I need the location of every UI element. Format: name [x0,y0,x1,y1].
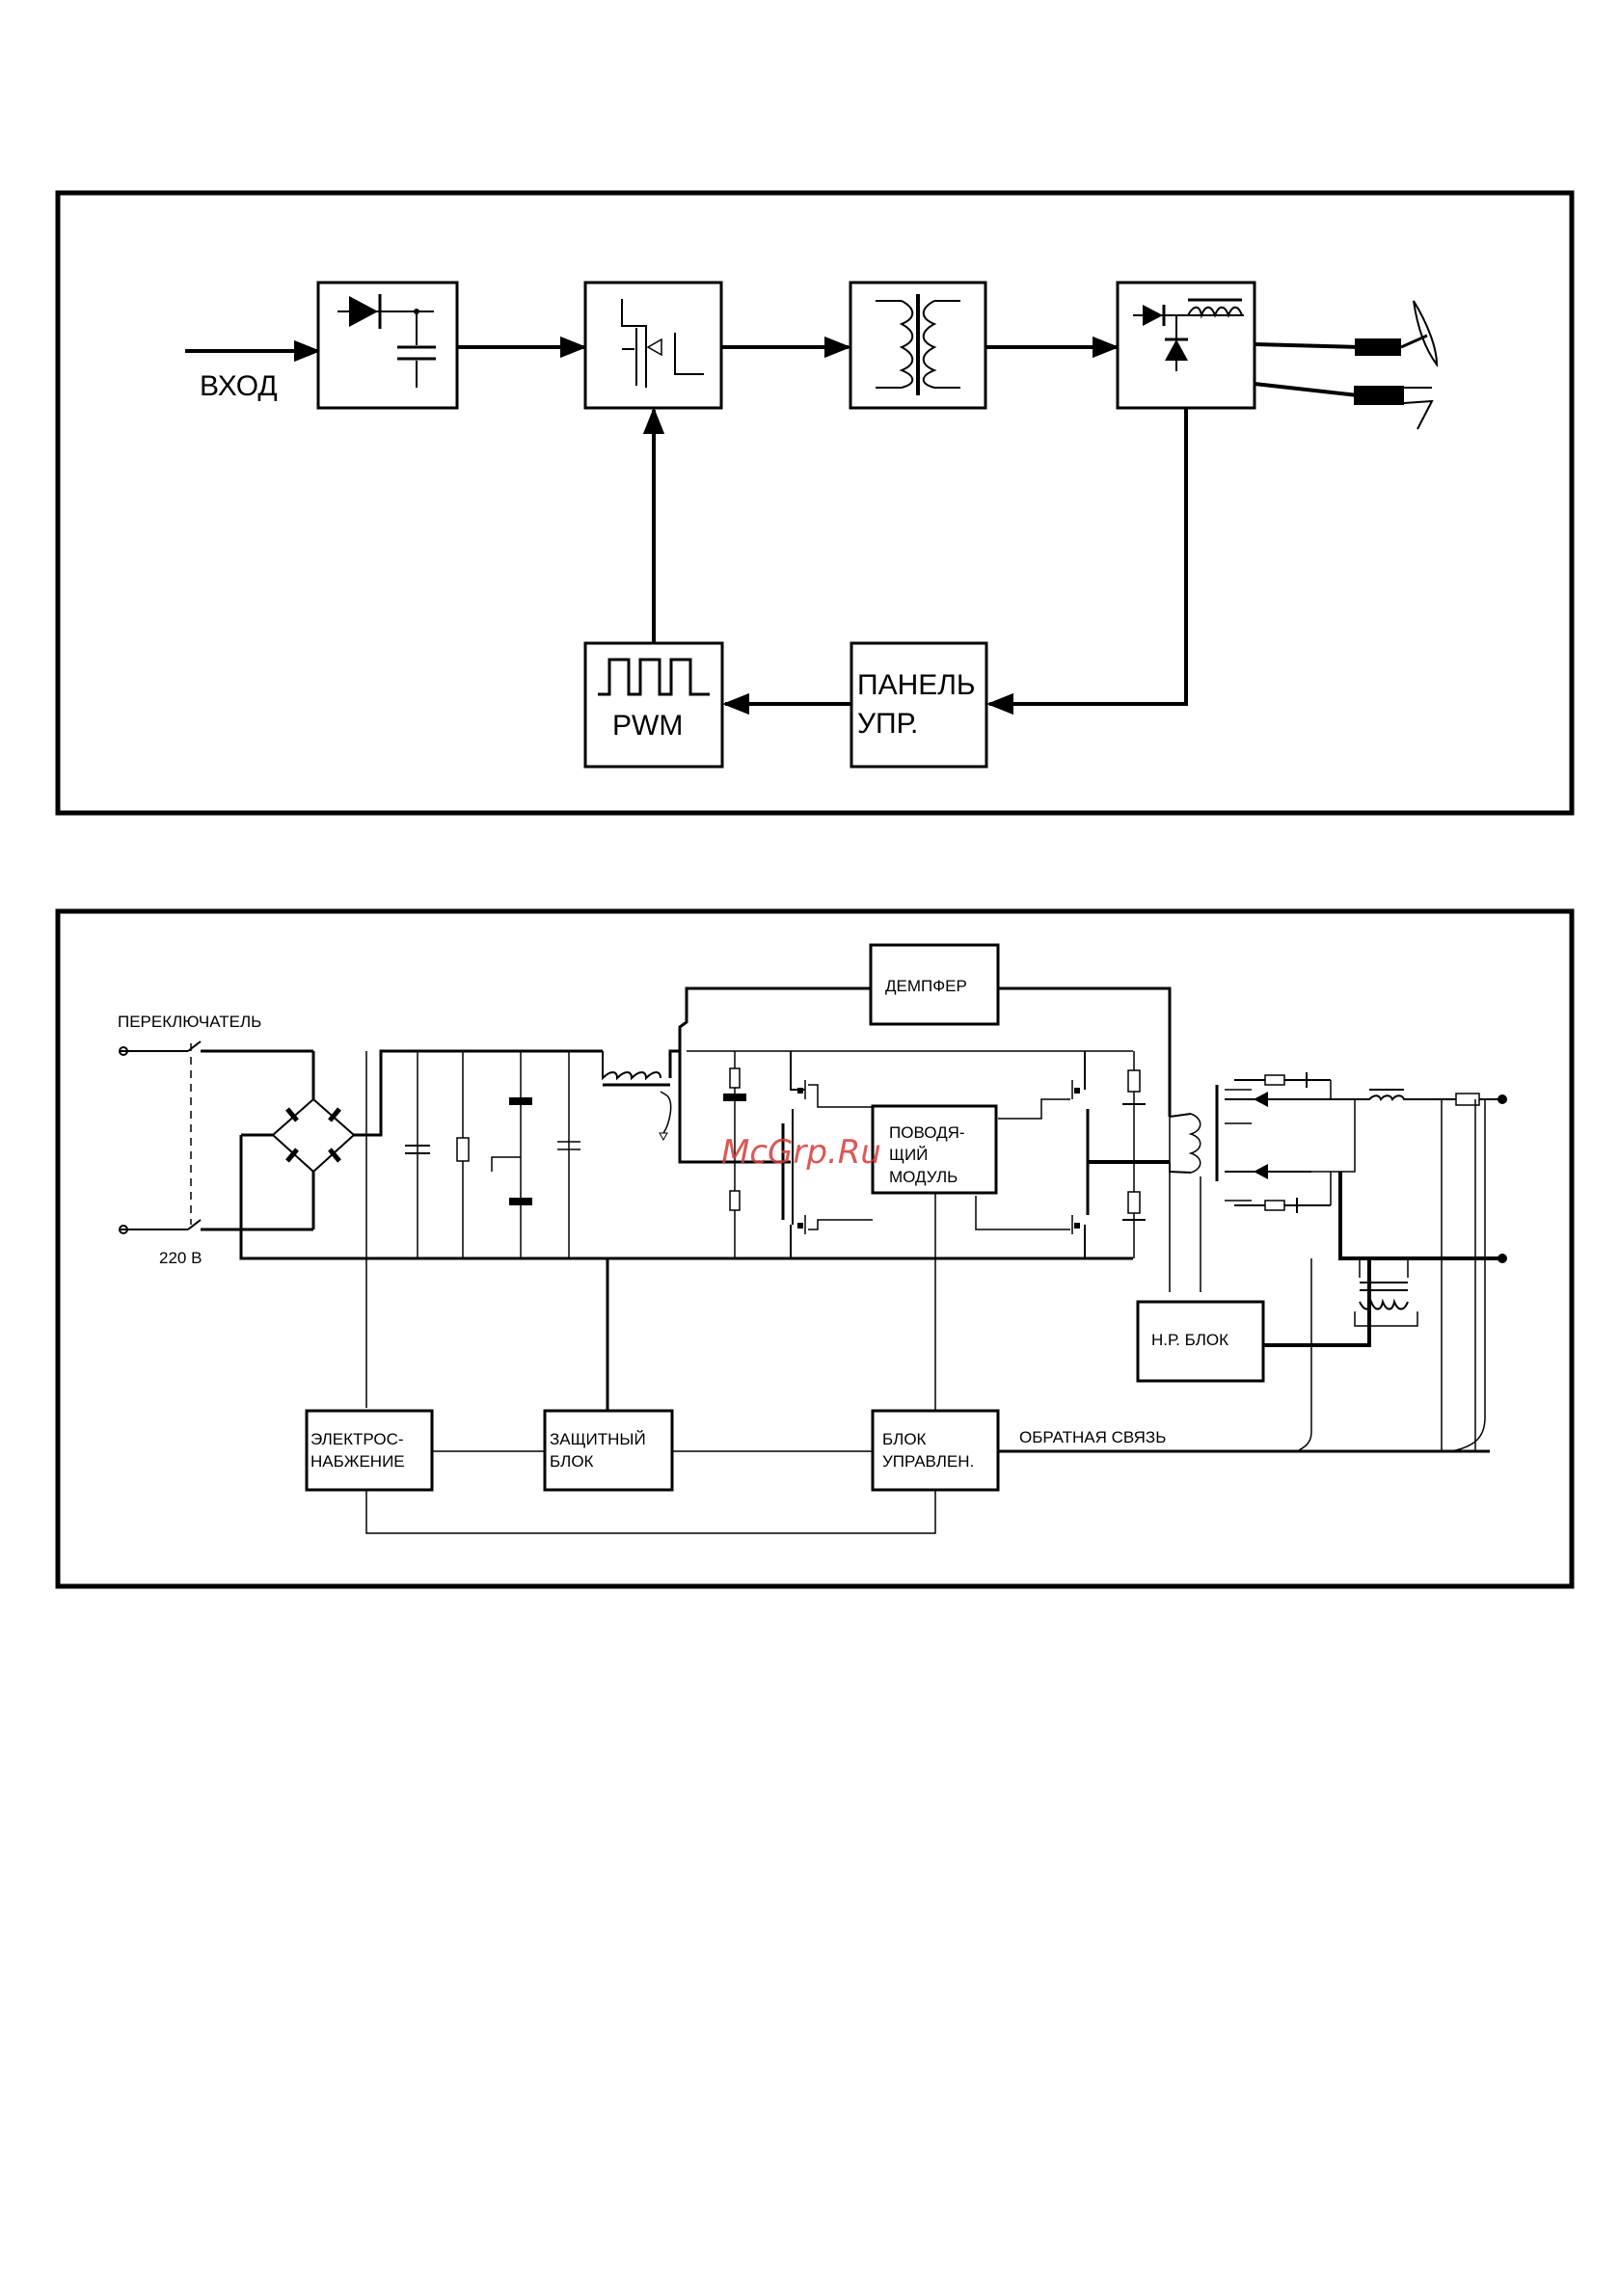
switch-label: ПЕРЕКЛЮЧАТЕЛЬ [118,1013,261,1031]
ground-clamp-icon [1354,386,1404,405]
output-transformer-icon [1191,1114,1201,1173]
control-panel-block [851,643,986,767]
bridge-rectifier [241,1051,1133,1258]
hr-block-label: Н.Р. БЛОК [1151,1331,1228,1349]
driver-label-line2: ЩИЙ [889,1146,928,1164]
circuit-frame [58,911,1572,1586]
block-diagram-frame [58,193,1572,813]
pwm-label: PWM [612,710,683,742]
output-current-sense [1263,1099,1507,1451]
input-label: ВХОД [200,370,278,402]
driver-label-line3: МОДУЛЬ [889,1168,958,1186]
choke-coil-icon [603,1051,661,1078]
control-block [873,1411,998,1490]
electrolytic-capacitor-icon [509,1097,532,1105]
output-rectifier-block [1118,283,1255,408]
power-label-line2: НАБЖЕНИЕ [310,1452,405,1471]
power-supply-block [307,1411,432,1490]
inverter-block [585,283,721,408]
protection-block [545,1411,672,1490]
power-label-line1: ЭЛЕКТРОС- [310,1430,404,1448]
output-terminal-minus-icon [1498,1254,1507,1263]
voltage-label: 220 В [159,1249,202,1267]
block-diagram: ВХОД [58,193,1572,813]
panel-label-line1: ПАНЕЛЬ [857,669,976,701]
output-terminal-plus-icon [1498,1094,1507,1104]
rectifier-block [318,283,457,408]
watermark: McGrp.Ru [721,1133,881,1172]
filter-bank [405,1051,580,1258]
output-inductor-icon [1311,1095,1456,1099]
control-label-line1: БЛОК [882,1430,927,1448]
electrode-holder-icon [1355,338,1401,356]
bleeder-resistor-icon [457,1138,469,1161]
output-diodes [1225,1072,1507,1213]
transformer-block [850,283,985,408]
input-choke [603,1051,680,1140]
current-transformer-icon [1360,1283,1408,1290]
switch-icon [188,1041,201,1051]
control-label-line2: УПРАВЛЕН. [882,1452,974,1471]
damper-label: ДЕМПФЕР [885,977,967,995]
bridge-capacitor-icon [723,1094,746,1101]
panel-label-line2: УПР. [857,708,918,740]
output-transformer [1170,1085,1252,1292]
feedback-label: ОБРАТНАЯ СВЯЗЬ [1019,1428,1166,1446]
pwm-block [585,643,722,767]
circuit-schematic: ПЕРЕКЛЮЧАТЕЛЬ 220 В [58,911,1572,1586]
protection-label-line1: ЗАЩИТНЫЙ [550,1430,646,1448]
driver-label-line1: ПОВОДЯ- [889,1123,965,1142]
output-diode-upper-icon [1254,1092,1268,1107]
protection-label-line2: БЛОК [550,1452,594,1471]
